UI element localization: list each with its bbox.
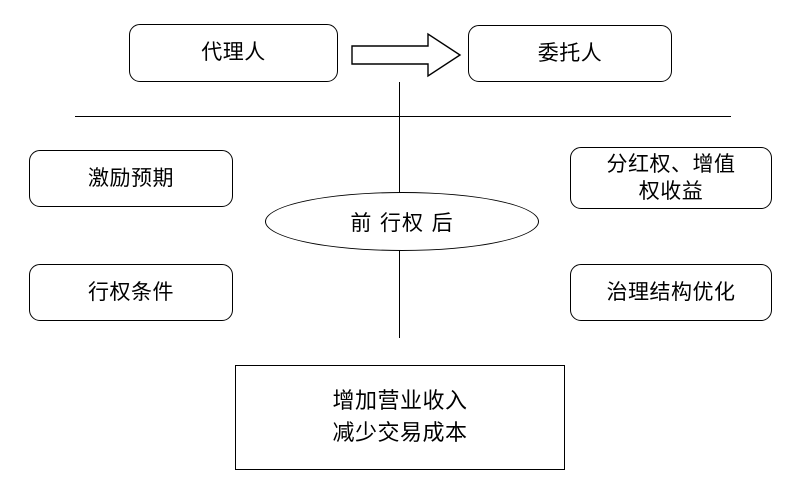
arrow-right-icon bbox=[350, 30, 462, 80]
node-dividend-appreciation-income[interactable]: 分红权、增值 权收益 bbox=[570, 147, 772, 209]
axis-vertical-upper-line bbox=[399, 82, 401, 193]
node-agent[interactable]: 代理人 bbox=[129, 24, 338, 82]
node-governance-structure-optimization[interactable]: 治理结构优化 bbox=[570, 264, 772, 321]
node-principal[interactable]: 委托人 bbox=[468, 25, 672, 82]
node-phase-axis-ellipse[interactable]: 前 行权 后 bbox=[265, 192, 539, 251]
node-incentive-expectation[interactable]: 激励预期 bbox=[29, 150, 233, 207]
axis-vertical-lower-line bbox=[399, 248, 401, 338]
node-outcome[interactable]: 增加营业收入 减少交易成本 bbox=[235, 365, 565, 470]
divider-horizontal-line bbox=[75, 116, 731, 118]
node-exercise-condition[interactable]: 行权条件 bbox=[29, 264, 233, 321]
